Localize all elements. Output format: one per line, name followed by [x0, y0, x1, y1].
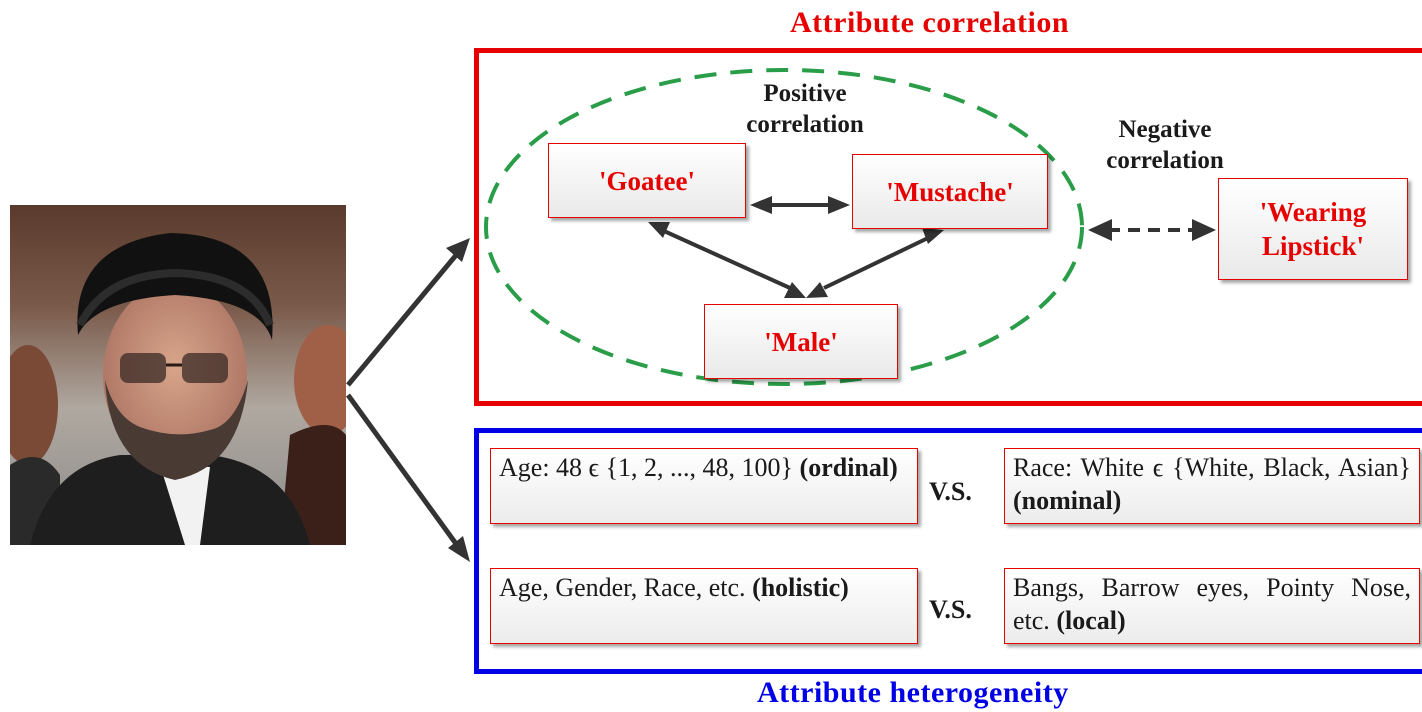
attribute-male: 'Male'	[704, 304, 898, 379]
ordinal-example-text: Age: 48 ϵ {1, 2, ..., 48, 100}	[499, 453, 794, 482]
positive-correlation-label: Positive correlation	[746, 80, 864, 138]
negative-correlation-label: Negative correlation	[1106, 116, 1224, 174]
vs-label-1: V.S.	[929, 477, 972, 506]
local-tag: (local)	[1056, 606, 1126, 635]
correlation-frame	[474, 48, 1422, 406]
face-photo	[10, 205, 346, 545]
ordinal-example-box: Age: 48 ϵ {1, 2, ..., 48, 100} (ordinal)	[490, 448, 918, 524]
vs-label-2: V.S.	[929, 595, 972, 624]
nominal-example-text: Race: White ϵ {White, Black, Asian}	[1013, 453, 1411, 482]
attribute-wearing-lipstick: 'Wearing Lipstick'	[1218, 178, 1408, 280]
nominal-example-box: Race: White ϵ {White, Black, Asian} (nom…	[1004, 448, 1420, 524]
attribute-goatee: 'Goatee'	[548, 143, 746, 218]
heterogeneity-title: Attribute heterogeneity	[757, 676, 1069, 709]
heterogeneity-frame	[474, 428, 1422, 674]
holistic-tag: (holistic)	[752, 573, 849, 602]
ordinal-tag: (ordinal)	[799, 453, 898, 482]
nominal-tag: (nominal)	[1013, 486, 1122, 515]
correlation-title: Attribute correlation	[790, 6, 1070, 39]
attribute-mustache: 'Mustache'	[852, 154, 1048, 229]
holistic-example-box: Age, Gender, Race, etc. (holistic)	[490, 568, 918, 644]
local-example-box: Bangs, Barrow eyes, Pointy Nose, etc. (l…	[1004, 568, 1420, 644]
local-example-text: Bangs, Barrow eyes, Pointy Nose, etc.	[1013, 573, 1411, 635]
holistic-example-text: Age, Gender, Race, etc.	[499, 573, 746, 602]
